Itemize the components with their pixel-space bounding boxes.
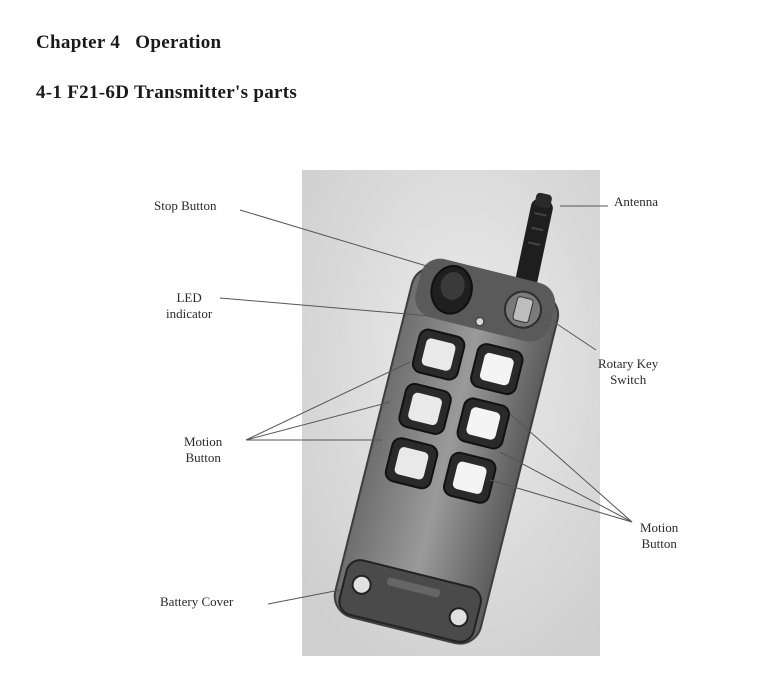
label-motion-right-line2: Button <box>641 536 677 551</box>
motion-buttons-left <box>384 328 466 490</box>
label-motion-button-left: Motion Button <box>184 434 222 466</box>
label-motion-button-right: Motion Button <box>640 520 678 552</box>
led-indicator-icon <box>475 317 485 327</box>
motion-buttons-right <box>443 343 524 504</box>
label-led-line1: LED <box>176 290 202 305</box>
label-led-indicator: LED indicator <box>166 290 212 322</box>
leader-lines <box>219 205 633 605</box>
battery-cover-icon <box>338 559 482 643</box>
label-motion-right-line1: Motion <box>640 520 679 535</box>
label-rotary-line2: Switch <box>610 372 647 387</box>
label-antenna: Antenna <box>614 194 659 209</box>
label-stop-button: Stop Button <box>154 198 217 213</box>
section-title: 4-1 F21-6D Transmitter's parts <box>36 82 298 103</box>
label-rotary-key-switch: Rotary Key Switch <box>598 356 658 388</box>
chapter-title: Chapter 4 Operation <box>36 32 222 53</box>
label-motion-left-line1: Motion <box>184 434 223 449</box>
antenna-icon <box>513 192 553 299</box>
transmitter-body <box>333 258 560 645</box>
label-led-line2: indicator <box>166 306 213 321</box>
label-rotary-line1: Rotary Key <box>598 356 659 371</box>
label-battery-cover: Battery Cover <box>160 594 234 609</box>
label-motion-left-line2: Button <box>185 450 221 465</box>
